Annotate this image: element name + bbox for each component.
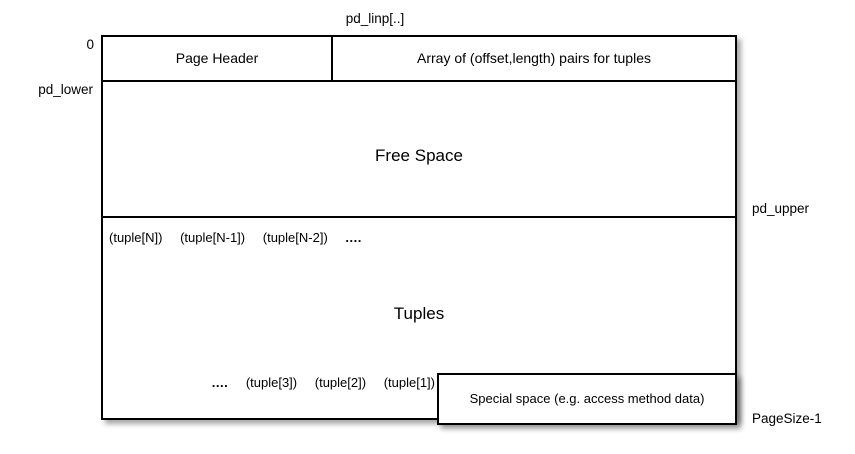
tuples-label: Tuples: [393, 304, 445, 323]
annotation-offset-zero: 0: [86, 37, 94, 52]
annotation-pd-linp: pd_linp[..]: [345, 11, 405, 26]
tuple-ellipsis: ....: [345, 230, 362, 245]
tuple-row-bottom: .... (tuple[3]) (tuple[2]) (tuple[1]): [103, 376, 435, 389]
tuple-item: (tuple[N-2]): [262, 230, 328, 245]
tuple-ellipsis: ....: [211, 375, 229, 390]
annotation-page-size-end: PageSize-1: [752, 411, 822, 426]
tuple-row-top: (tuple[N]) (tuple[N-1]) (tuple[N-2]) ...…: [109, 231, 362, 244]
tuple-item: (tuple[N-1]): [180, 230, 246, 245]
linp-array-cell-label: Array of (offset,length) pairs for tuple…: [417, 50, 651, 66]
annotation-pd-lower: pd_lower: [38, 82, 93, 97]
page-header-array-divider-line: [331, 37, 333, 80]
annotation-pd-upper: pd_upper: [752, 201, 810, 216]
page-layout-box: Page Header Array of (offset,length) pai…: [101, 35, 737, 420]
pd-lower-divider-line: [103, 80, 735, 82]
tuple-item: (tuple[2]): [314, 375, 367, 390]
page-header-cell-label: Page Header: [175, 50, 259, 66]
special-space-box: Special space (e.g. access method data): [437, 373, 737, 425]
pd-upper-divider-line: [103, 216, 735, 218]
special-space-label: Special space (e.g. access method data): [469, 391, 705, 406]
tuple-item: (tuple[3]): [245, 375, 298, 390]
tuple-item: (tuple[1]): [383, 375, 435, 390]
tuple-item: (tuple[N]): [109, 230, 163, 245]
free-space-label: Free Space: [375, 146, 463, 165]
